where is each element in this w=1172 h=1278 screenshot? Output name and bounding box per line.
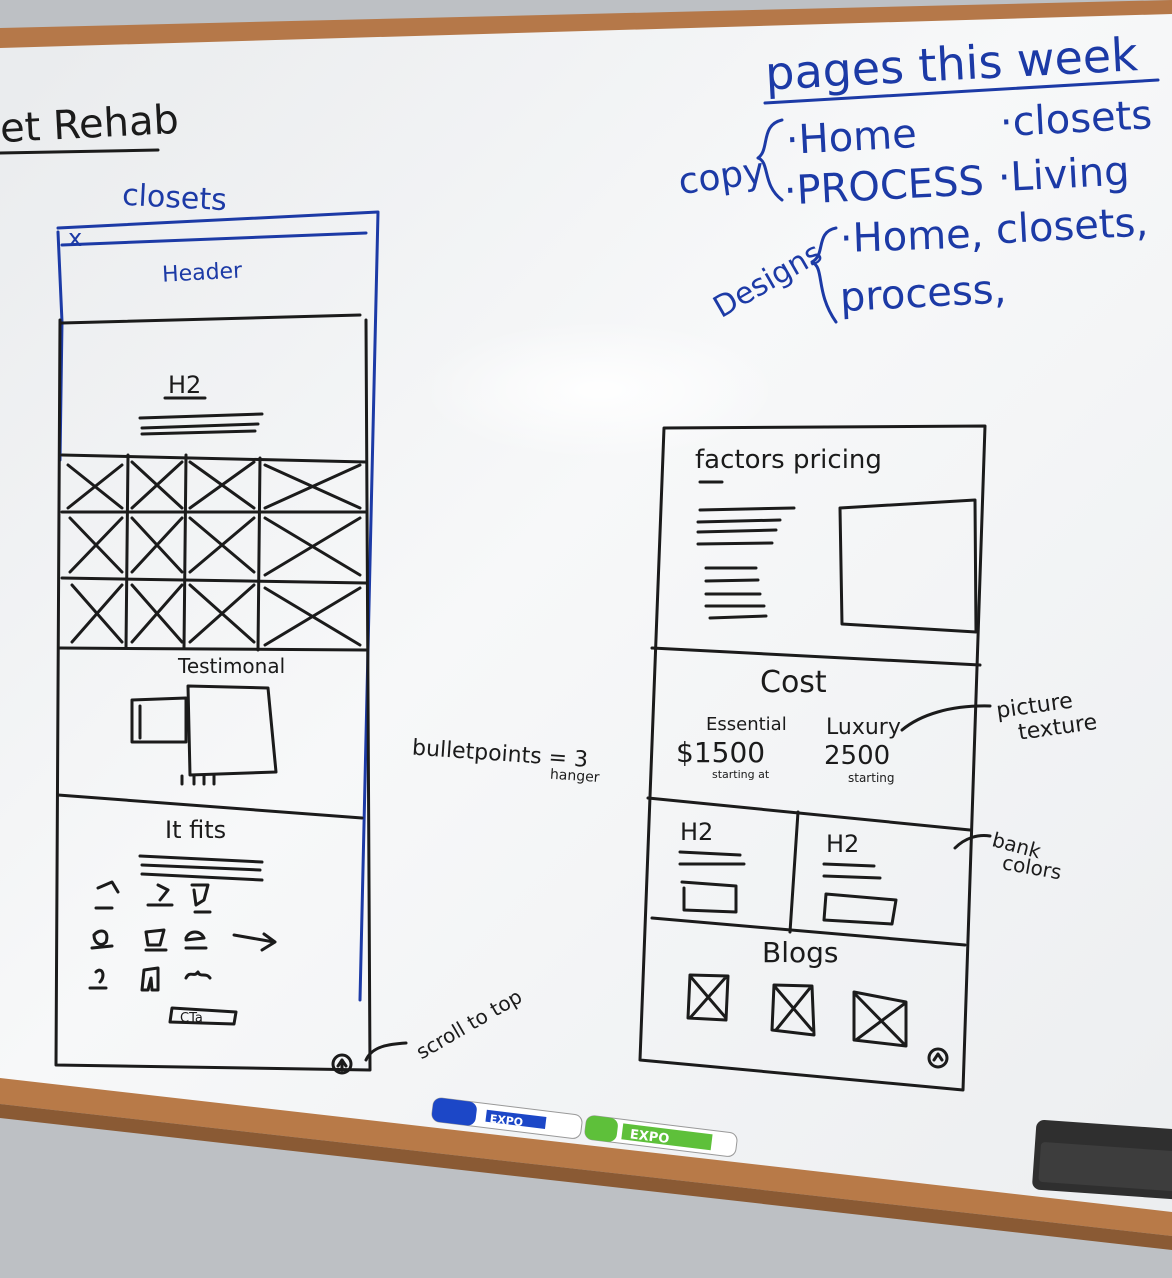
blue-marker[interactable]: EXPO [431,1097,583,1139]
left-frame-top-right [56,210,380,1002]
essential-label: Essential [706,714,787,735]
essential-price: $1500 [676,736,765,769]
factors-pricing-label: factors pricing [695,445,882,475]
testimonial-bottom-line [56,793,364,820]
scroll-note-pointer [364,1041,408,1062]
pages-title-underline [763,78,1160,105]
h2-block-a: H2 [680,818,713,846]
pants-icon [140,966,160,992]
right-scroll-arrow [932,1052,944,1062]
picture-note-pointer [900,704,992,732]
board-title-fragment: et Rehab [0,97,180,152]
it-fits-icon-grid [88,880,277,992]
closets-page-label: closets [121,178,227,218]
blue-marker-brand: EXPO [489,1112,524,1129]
title-underline [0,148,160,155]
cost-bottom-line [646,796,972,832]
h2-bottom-line [650,916,967,947]
testimonial-pagination-dots [180,774,216,786]
testimonial-avatar-box [130,696,188,744]
left-header-top-line [60,231,368,247]
h2-label: H2 [168,371,201,399]
scroll-to-top-icon [331,1053,353,1075]
it-fits-text-lines [138,854,264,882]
top-frame [0,0,1172,48]
bullet-points-note-sub: hanger [549,767,600,786]
factors-bullet-list [704,566,768,620]
bag-icon [90,929,114,950]
copy-item-home: ·Home [785,111,918,164]
h2-a-lines [678,850,746,866]
luxury-label: Luxury [826,715,901,740]
header-label: Header [161,258,243,287]
hat-icon [184,930,208,950]
h2-block-b: H2 [826,830,859,858]
right-wireframe: factors pricing Cost Essential $1500 sta… [638,424,1099,1092]
image-gallery-grid [58,453,368,652]
hook-icon [146,883,174,907]
accessory-icon [184,970,212,980]
h2-b-button [822,892,898,926]
blog-thumbnails [686,973,908,1048]
luxury-sub: starting [848,771,895,785]
tray-frame [0,1078,1172,1236]
copy-brace [756,118,784,202]
h2-divider [788,810,800,934]
cost-label: Cost [760,665,827,700]
copy-item-living: ·Living [997,148,1131,201]
header-bottom-line [60,313,362,325]
h2-b-lines [822,862,882,880]
design-item-process: process, [839,266,1008,321]
it-fits-label: It fits [165,816,226,844]
h2-text-lines [138,412,264,436]
hanger-icon [94,880,120,910]
design-item-home: ·Home, [839,211,984,262]
factors-text-lines [696,506,796,546]
close-mark: x [68,224,82,252]
h2-a-button [680,880,738,914]
factors-bottom-line [650,646,982,667]
design-item-closets: closets, [995,199,1149,253]
left-frame-body [54,318,372,1072]
green-marker[interactable]: EXPO [584,1115,738,1157]
factors-image-box [838,498,978,634]
cta-button-sketch [168,1006,238,1026]
essential-sub: starting at [712,768,770,781]
next-arrow-icon [232,932,277,952]
luxury-price: 2500 [824,741,890,771]
scroll-to-top-arrow [336,1058,348,1072]
blogs-label: Blogs [762,936,838,969]
right-scroll-to-top-icon [927,1047,949,1069]
right-frame [638,424,987,1092]
eraser[interactable] [1032,1119,1172,1200]
shirt-icon [144,928,168,952]
cta-label: CTa [180,1011,203,1026]
copy-item-closets: ·closets [999,92,1153,146]
copy-item-process: ·PROCESS [783,158,985,214]
bank-note-pointer [953,834,992,850]
testimonial-image-box [186,684,278,777]
tray-edge [0,1104,1172,1250]
green-marker-brand: EXPO [629,1127,670,1147]
whiteboard-surface [0,8,1172,1215]
apron-icon [190,883,212,914]
testimonial-label: Testimonal [177,654,285,678]
sock-icon [88,968,108,990]
designs-brace [810,226,838,324]
light-glare [420,320,780,460]
